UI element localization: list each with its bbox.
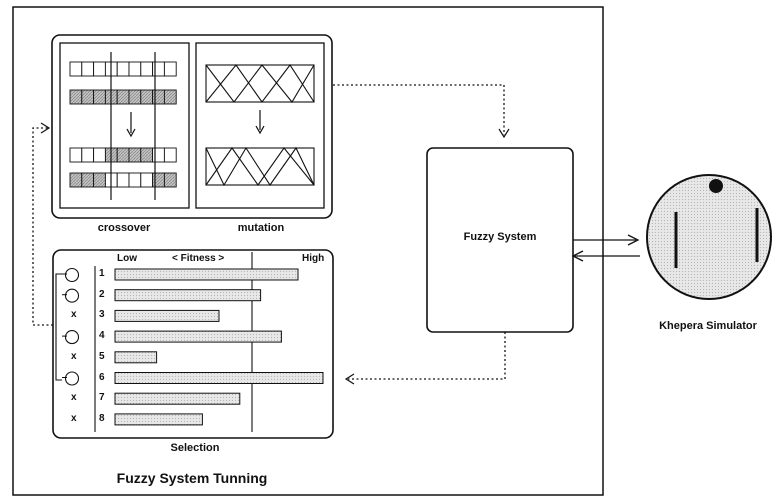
gene	[128, 172, 142, 188]
crossover-label: crossover	[97, 222, 151, 234]
parent-bracket	[55, 273, 62, 381]
gene	[69, 147, 83, 163]
gene	[128, 147, 142, 163]
to-simulator-arrow-head	[627, 234, 640, 246]
gene	[152, 147, 165, 163]
gene	[152, 89, 165, 105]
rank-number: 3	[99, 309, 105, 321]
simulator-label: Khepera Simulator	[659, 320, 757, 332]
membership-functions-before	[205, 64, 315, 103]
gene	[93, 147, 106, 163]
fitness-bar	[114, 330, 282, 343]
robot-sensor	[709, 179, 723, 193]
fitness-low-label: Low	[117, 253, 137, 264]
offspring-a	[69, 147, 177, 163]
rank-number: 6	[99, 371, 105, 383]
selection-panel	[52, 249, 334, 439]
gene	[116, 61, 130, 77]
rank-number: 1	[99, 268, 105, 279]
rank-number: 4	[99, 330, 105, 342]
gene	[116, 147, 130, 163]
mutation-label: mutation	[237, 222, 285, 234]
gene	[152, 172, 165, 188]
gene	[81, 172, 95, 188]
gene	[140, 172, 154, 188]
operators-to-fuzzy-head	[498, 128, 510, 139]
operators-to-fuzzy-arrow	[333, 84, 505, 135]
gene	[69, 61, 83, 77]
selection-to-operators-arrow	[32, 127, 53, 326]
selection-label: Selection	[170, 442, 220, 454]
membership-functions-after	[205, 146, 315, 187]
gene	[69, 89, 83, 105]
rank-number: 8	[99, 412, 105, 424]
gene	[140, 147, 154, 163]
gene	[116, 89, 130, 105]
gene	[69, 172, 83, 188]
outer-frame	[12, 6, 604, 496]
crossover-box	[59, 42, 190, 209]
selected-parent-marker	[64, 267, 80, 283]
gene	[128, 89, 142, 105]
gene	[81, 61, 95, 77]
diagram-title: Fuzzy System Tunning	[116, 470, 268, 486]
khepera-robot	[646, 174, 772, 300]
gene	[128, 61, 142, 77]
fitness-bar	[114, 309, 220, 322]
gene	[163, 172, 177, 188]
chromosome-a	[69, 61, 177, 77]
gene	[81, 89, 95, 105]
gene	[163, 89, 177, 105]
gene	[81, 147, 95, 163]
operators-panel	[51, 34, 333, 219]
fitness-axis-label: < Fitness >	[172, 253, 225, 264]
mutation-arrow-head	[255, 125, 265, 135]
rank-number: 5	[99, 350, 105, 362]
selection-to-operators-head	[40, 122, 51, 134]
gene	[116, 172, 130, 188]
fuzzy-system-label: Fuzzy System	[463, 231, 537, 243]
selection-markers	[62, 267, 80, 386]
fitness-bar	[114, 268, 299, 281]
fitness-bar	[114, 372, 324, 384]
fitness-bar	[114, 351, 158, 364]
chromosome-b	[69, 89, 177, 105]
fitness-high-label: High	[302, 253, 325, 264]
fuzzy-to-selection-arrow	[348, 332, 506, 380]
selected-parent-marker	[64, 371, 80, 386]
mutation-box	[195, 42, 325, 209]
rejected-marker: x	[71, 350, 77, 362]
rejected-marker: x	[71, 309, 77, 321]
gene	[152, 61, 165, 77]
rank-number: 7	[99, 392, 105, 404]
crossover-arrow-head	[126, 128, 136, 138]
gene	[93, 172, 106, 188]
gene	[163, 61, 177, 77]
fitness-bar	[114, 289, 262, 302]
selected-parent-marker	[64, 330, 80, 345]
offspring-b	[69, 172, 177, 188]
gene	[163, 147, 177, 163]
fitness-bar	[114, 413, 203, 426]
selected-parent-marker	[64, 288, 80, 303]
from-simulator-arrow-head	[571, 250, 584, 262]
gene	[93, 61, 106, 77]
fuzzy-to-selection-head	[344, 373, 355, 385]
rank-number: 2	[99, 288, 105, 300]
gene	[140, 89, 154, 105]
rejected-marker: x	[71, 412, 77, 424]
rejected-marker: x	[71, 392, 77, 404]
gene	[93, 89, 106, 105]
fitness-bars	[114, 268, 324, 426]
gene	[140, 61, 154, 77]
fitness-bar	[114, 392, 241, 405]
